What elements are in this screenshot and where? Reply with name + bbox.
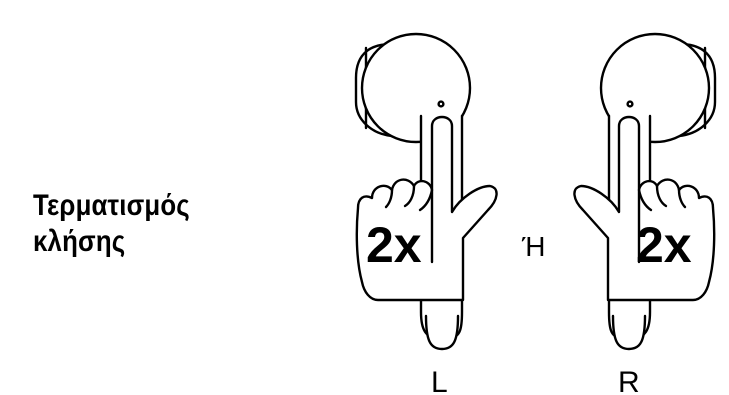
left-earbud-gesture bbox=[354, 32, 498, 351]
right-earbud-gesture bbox=[573, 32, 717, 351]
action-label-line2: κλήσης bbox=[33, 225, 126, 258]
action-label: Τερματισμός κλήσης bbox=[33, 188, 190, 260]
or-separator: Ή bbox=[521, 231, 545, 262]
left-hand-icon bbox=[355, 115, 498, 302]
right-hand-icon bbox=[573, 115, 716, 302]
left-gesture-count: 2x bbox=[366, 217, 422, 273]
action-label-line1: Τερματισμός bbox=[33, 189, 190, 222]
left-side-label: L bbox=[431, 366, 448, 395]
right-gesture-count: 2x bbox=[636, 217, 692, 273]
right-side-label: R bbox=[618, 366, 640, 395]
